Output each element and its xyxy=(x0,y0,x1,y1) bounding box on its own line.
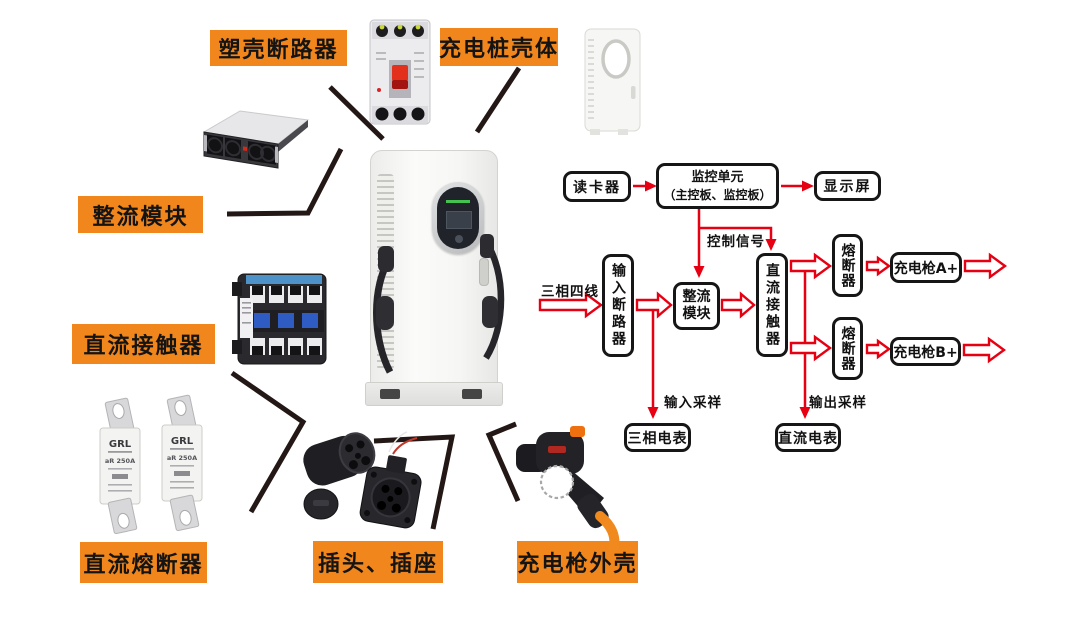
dc-fuse-product-image: GRL aR 250A GRL aR 250A xyxy=(99,394,203,535)
label-plug-socket: 插头、插座 xyxy=(313,541,443,583)
plug xyxy=(303,432,376,486)
pile-base-slot xyxy=(380,389,400,399)
flow-node-gun-a-text: 充电枪A+ xyxy=(893,260,959,277)
flow-node-three-phase-meter-text: 三相电表 xyxy=(627,430,688,447)
flow-node-rectifier-text: 整流模块 xyxy=(682,289,711,322)
flow-node-rectifier: 整流模块 xyxy=(673,282,720,330)
rectifier-product-image xyxy=(202,110,310,169)
fuse-right: GRL aR 250A xyxy=(161,394,203,532)
pile-display-screen xyxy=(437,187,479,249)
label-mccb-text: 塑壳断路器 xyxy=(218,37,339,63)
pile-cables xyxy=(373,234,505,374)
dc-contactor-product-image xyxy=(232,273,327,365)
fuse-brand-text: GRL xyxy=(171,436,194,447)
pile-logo-mark xyxy=(455,235,463,243)
flow-node-input-breaker-text: 输入断路器 xyxy=(610,263,626,348)
connector-rectifier xyxy=(226,147,344,217)
edge-label-three-phase-four-wire-text: 三相四线 xyxy=(541,284,599,300)
label-housing: 充电桩壳体 xyxy=(439,28,560,66)
plug-socket-product-image xyxy=(303,431,422,529)
pile-display-bezel xyxy=(432,182,484,254)
label-dc-contactor-text: 直流接触器 xyxy=(83,333,204,359)
flow-node-fuse-b-text: 熔断器 xyxy=(839,326,856,371)
connector-mccb xyxy=(328,85,385,141)
label-dc-contactor: 直流接触器 xyxy=(72,324,215,364)
label-mccb: 塑壳断路器 xyxy=(210,30,347,66)
label-plug-socket-text: 插头、插座 xyxy=(317,551,438,577)
edge-label-output-sampling-text: 输出采样 xyxy=(809,395,867,411)
flow-hollow-arrows xyxy=(538,252,1008,364)
connector-housing xyxy=(474,66,522,134)
pile-lcd-panel xyxy=(446,211,472,229)
label-gun-shell-text: 充电枪外壳 xyxy=(517,551,638,577)
fuse-brand-text: GRL xyxy=(109,439,132,450)
edge-label-input-sampling: 输入采祥 xyxy=(664,391,722,411)
connector-plug-socket xyxy=(373,434,456,530)
monitor-unit-line1: 监控单元 xyxy=(691,170,744,186)
socket xyxy=(359,455,422,529)
label-rectifier-text: 整流模块 xyxy=(92,203,189,230)
flow-node-gun-b-text: 充电枪B+ xyxy=(893,344,958,361)
edge-label-control-signal: 控制信号 xyxy=(707,230,765,250)
connector-contactor-fuse xyxy=(230,370,307,514)
flow-node-display: 显示屏 xyxy=(814,171,881,201)
edge-label-output-sampling: 输出采样 xyxy=(809,391,867,411)
flow-node-gun-b: 充电枪B+ xyxy=(890,337,961,366)
edge-label-control-signal-text: 控制信号 xyxy=(707,234,765,250)
label-housing-text: 充电桩壳体 xyxy=(439,36,560,62)
flow-node-monitor-unit: 监控单元 （主控板、监控板） xyxy=(656,163,779,209)
connector-gun-shell xyxy=(485,421,521,503)
flow-node-display-text: 显示屏 xyxy=(823,179,872,195)
flow-node-three-phase-meter: 三相电表 xyxy=(624,423,691,452)
flow-node-fuse-a: 熔断器 xyxy=(832,234,863,297)
flow-node-card-reader: 读卡器 xyxy=(563,171,631,202)
pile-housing-product-image xyxy=(584,28,641,135)
flow-node-dc-meter-text: 直流电表 xyxy=(778,430,838,447)
flow-node-dc-contactor-text: 直流接触器 xyxy=(764,262,780,348)
label-dc-fuse-text: 直流熔断器 xyxy=(83,551,204,578)
label-dc-fuse: 直流熔断器 xyxy=(80,542,207,583)
edge-label-input-sampling-text: 输入采祥 xyxy=(664,395,722,411)
pile-base-plinth xyxy=(365,382,503,406)
black-connector-lines xyxy=(226,66,522,530)
fuse-left: GRL aR 250A xyxy=(99,397,141,535)
fuse-rating-text: aR 250A xyxy=(105,457,135,465)
monitor-unit-line2: （主控板、监控板） xyxy=(663,187,772,202)
pile-base-slot xyxy=(462,389,482,399)
flow-node-dc-contactor: 直流接触器 xyxy=(756,253,788,357)
charging-gun-product-image xyxy=(516,426,620,550)
edge-label-three-phase-four-wire: 三相四线 xyxy=(541,280,599,300)
flow-node-fuse-a-text: 熔断器 xyxy=(839,243,856,288)
pile-door-handle xyxy=(479,258,489,286)
flow-solid-arrows xyxy=(633,180,814,419)
fuse-rating-text: aR 250A xyxy=(167,454,197,462)
flow-node-card-reader-text: 读卡器 xyxy=(573,179,621,196)
flow-node-dc-meter: 直流电表 xyxy=(775,423,841,452)
flow-node-input-breaker: 输入断路器 xyxy=(602,254,634,357)
pile-status-led xyxy=(446,200,470,203)
flow-node-gun-a: 充电枪A+ xyxy=(890,252,962,283)
flow-node-fuse-b: 熔断器 xyxy=(832,317,863,380)
label-rectifier: 整流模块 xyxy=(78,196,203,233)
mccb-product-image xyxy=(369,19,431,125)
charging-pile-main-image xyxy=(360,146,508,408)
